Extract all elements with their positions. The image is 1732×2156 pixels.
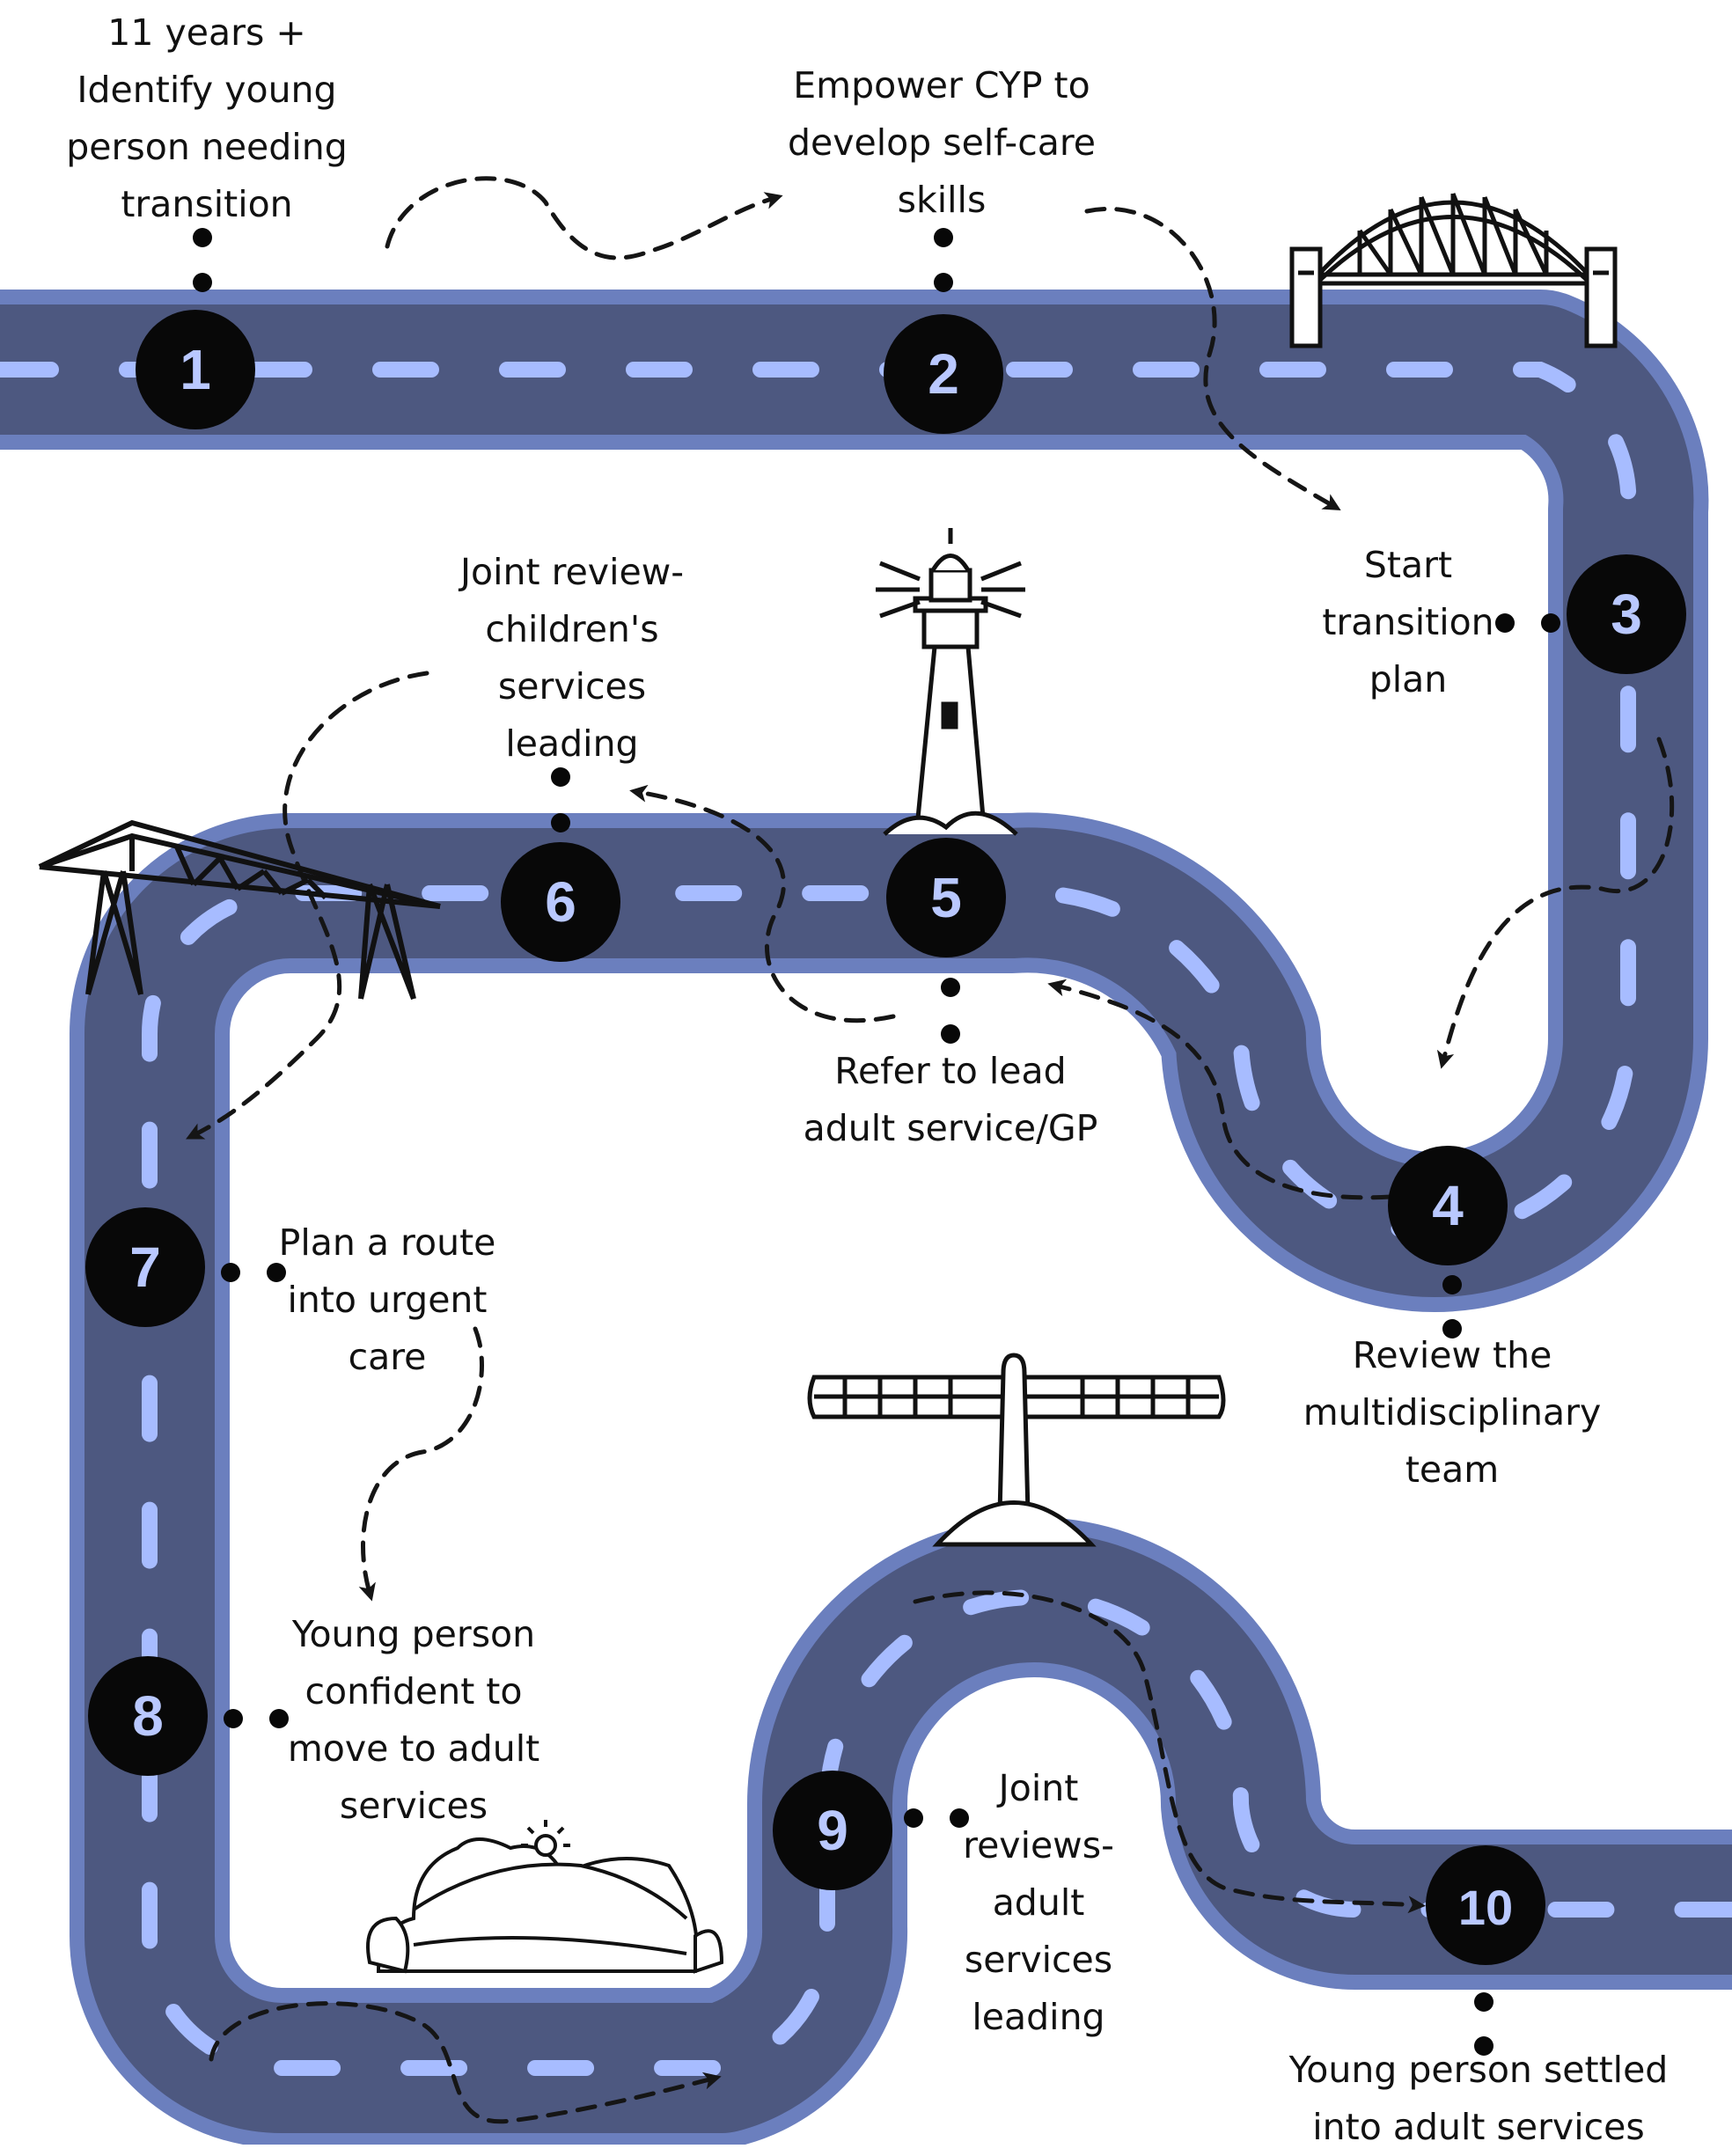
step-marker-3: 3 [1567, 554, 1686, 674]
step-marker-circle [773, 1771, 892, 1890]
step-3-label: Start transition plan [1322, 544, 1494, 700]
step-marker-4: 4 [1388, 1146, 1508, 1265]
step-marker-7: 7 [85, 1207, 205, 1327]
step-marker-circle [1567, 554, 1686, 674]
step-marker-1: 1 [136, 310, 255, 429]
step-marker-circle [1388, 1146, 1508, 1265]
arrow-4-to-5 [1047, 979, 1393, 1200]
step-marker-2: 2 [884, 314, 1003, 434]
arrow-1-to-2 [385, 176, 783, 260]
angel-of-the-north-icon [807, 1353, 1226, 1547]
step-marker-5: 5 [886, 838, 1006, 957]
arrow-8-to-9 [209, 2001, 722, 2124]
arrow-7-to-8 [358, 1326, 484, 1602]
step-number: 2 [928, 342, 959, 406]
step-number: 8 [132, 1684, 164, 1748]
step-marker-circle [501, 842, 620, 962]
step-markers: 1 2 3 4 5 6 7 8 9 10 [85, 310, 1686, 1965]
transporter-bridge-icon [38, 819, 441, 1001]
step-marker-circle [1426, 1845, 1545, 1965]
step-2-label: Empower CYP to develop self-care skills [787, 64, 1097, 221]
road [0, 290, 1732, 2145]
step-marker-8: 8 [88, 1656, 208, 1776]
step-5-label: Refer to lead adult service/GP [803, 1050, 1098, 1149]
step-marker-circle [88, 1656, 208, 1776]
step-marker-circle [884, 314, 1003, 434]
connector-dots [193, 228, 1560, 2056]
hills-landscape-icon [366, 1820, 724, 1974]
step-number: 5 [930, 866, 962, 929]
step-number: 4 [1432, 1174, 1464, 1237]
step-number: 9 [817, 1799, 848, 1862]
step-6-label: Joint review- children's services leadin… [459, 551, 685, 765]
step-7-label: Plan a route into urgent care [278, 1221, 496, 1378]
arrow-5-to-6 [629, 784, 896, 1023]
step-marker-circle [85, 1207, 205, 1327]
bridge-icon [1289, 193, 1618, 348]
step-marker-circle [136, 310, 255, 429]
step-10-label: Young person settled into adult services [1288, 2049, 1669, 2148]
lighthouse-icon [876, 528, 1025, 836]
step-4-label: Review the multidisciplinary team [1303, 1334, 1602, 1491]
lane-markings [0, 362, 1732, 2076]
step-marker-10: 10 [1426, 1845, 1545, 1965]
step-marker-9: 9 [773, 1771, 892, 1890]
step-number: 1 [180, 338, 211, 401]
arrow-3-to-4 [1436, 737, 1675, 1069]
step-number: 3 [1611, 583, 1642, 646]
step-number: 7 [129, 1236, 161, 1299]
arrow-2-to-3 [1084, 207, 1341, 511]
step-8-label: Young person confident to move to adult … [287, 1613, 540, 1827]
arrow-6-to-7 [186, 671, 429, 1140]
arrow-9-to-10 [913, 1590, 1426, 1914]
step-1-label: 11 years + Identify young person needing… [66, 11, 348, 225]
journey-arrows [186, 176, 1675, 2124]
step-number: 6 [545, 870, 576, 934]
step-marker-circle [886, 838, 1006, 957]
step-marker-6: 6 [501, 842, 620, 962]
step-9-label: Joint reviews- adult services leading [963, 1767, 1114, 2038]
step-number: 10 [1458, 1880, 1513, 1935]
